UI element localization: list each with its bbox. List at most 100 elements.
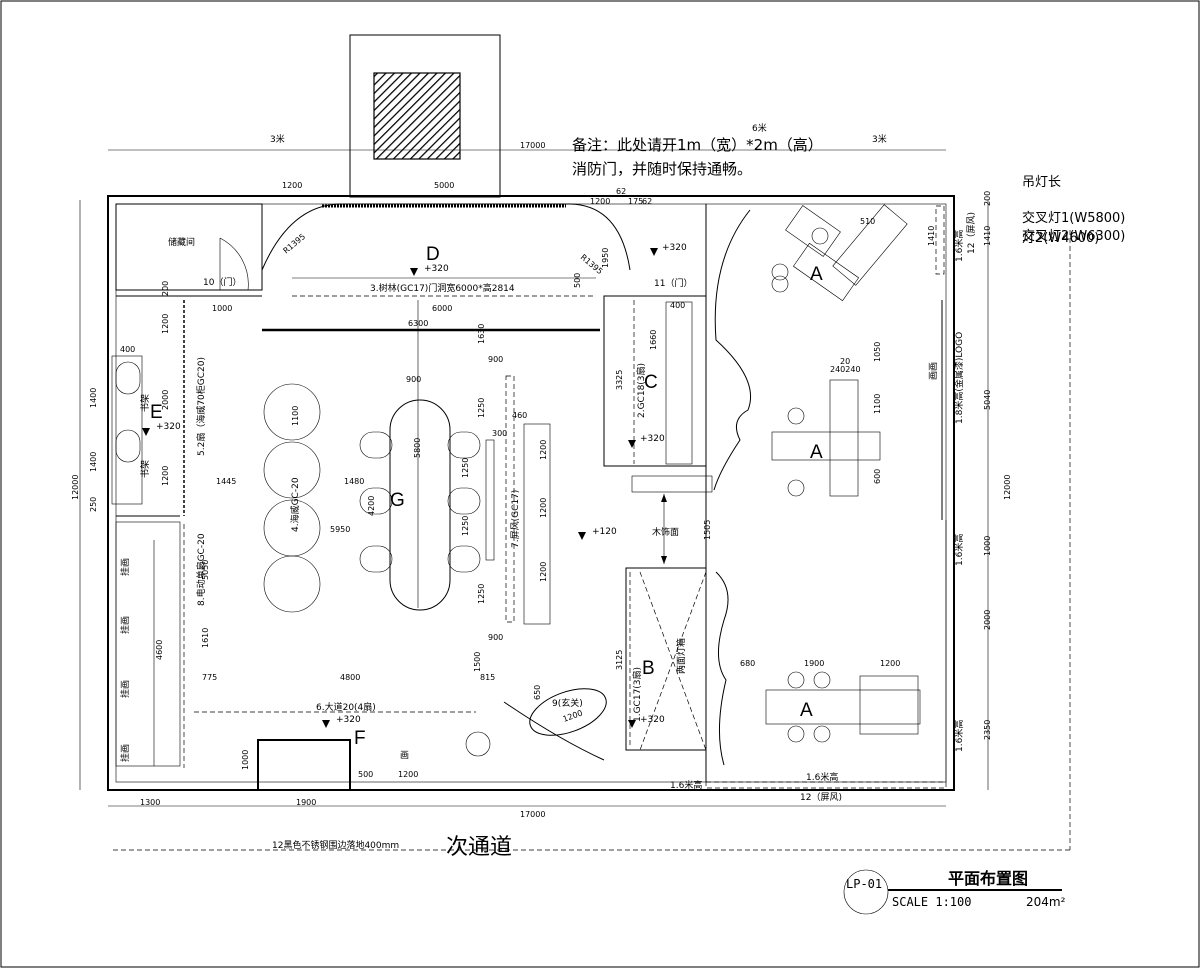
haiwei-label: 4.海威GC-20 bbox=[289, 477, 301, 532]
dim-62a: 62 bbox=[616, 187, 626, 196]
dim-1250b: 1250 bbox=[461, 458, 470, 478]
dim-1200c3: 1200 bbox=[539, 562, 548, 582]
level-markers bbox=[142, 248, 658, 728]
dim-460: 460 bbox=[512, 411, 527, 420]
lvl-mid: +120 bbox=[592, 527, 617, 537]
showcase-c bbox=[603, 295, 707, 467]
dim-1505: 1505 bbox=[703, 520, 712, 540]
zone-g: G bbox=[390, 490, 405, 511]
dim-1200l2: 1200 bbox=[161, 466, 170, 486]
dim-500d: 500 bbox=[573, 273, 582, 288]
screen-bottom-label: 12（屏风) bbox=[800, 792, 842, 803]
dim-900c: 900 bbox=[488, 633, 503, 642]
hang-painting-3: 挂画 bbox=[119, 680, 131, 698]
screen-bottom bbox=[705, 781, 947, 789]
hang-painting-1: 挂画 bbox=[119, 558, 131, 576]
dim-600a: 600 bbox=[873, 469, 882, 484]
dim-1000top: 1000 bbox=[212, 304, 232, 313]
h16-5: 1.6米高 bbox=[670, 779, 702, 791]
dim-1250c: 1250 bbox=[461, 516, 470, 536]
legend-title: 吊灯长 bbox=[1022, 175, 1061, 190]
entrance-9 bbox=[529, 688, 607, 736]
h6m: 6米 bbox=[752, 122, 767, 134]
bookshelf-label-1: 书架 bbox=[140, 394, 151, 412]
screen-7-panel bbox=[485, 439, 495, 561]
dim-1410a: 1410 bbox=[983, 226, 992, 246]
dim-4800: 4800 bbox=[340, 673, 360, 682]
dim-5950: 5950 bbox=[330, 525, 350, 534]
dim-62b: 62 bbox=[642, 197, 652, 206]
dim-1300: 1300 bbox=[140, 798, 160, 807]
lvl-e: +320 bbox=[156, 422, 181, 432]
bookshelf-e1 bbox=[115, 361, 141, 395]
drawing-no-circle bbox=[843, 869, 889, 915]
logo-wall-label: 1.8米高(金属漆)LOGO bbox=[953, 332, 965, 424]
dim-400c: 400 bbox=[670, 301, 685, 310]
painting-label: 画 bbox=[400, 750, 409, 761]
zone-f: F bbox=[354, 728, 366, 749]
dim-3125: 3125 bbox=[615, 650, 624, 670]
inner-wall bbox=[115, 203, 947, 783]
aisle-label: 6.大道20(4扇) bbox=[316, 701, 376, 713]
dim-1445: 1445 bbox=[216, 477, 236, 486]
haiwei-circles bbox=[263, 383, 321, 613]
lvl-c: +320 bbox=[640, 434, 665, 444]
dim-250: 250 bbox=[89, 497, 98, 512]
h16-2: 1.6米高 bbox=[953, 534, 965, 566]
dim-1250a: 1250 bbox=[477, 398, 486, 418]
legend-item-3: 灯2(W4600) bbox=[1022, 231, 1099, 246]
hang-wall-left bbox=[115, 521, 181, 767]
dim-1200l: 1200 bbox=[161, 314, 170, 334]
dim-1200e: 1200 bbox=[562, 708, 584, 723]
dim-1100: 1100 bbox=[291, 406, 300, 426]
zone-a3: A bbox=[800, 700, 813, 721]
dim-1000r: 1000 bbox=[983, 536, 992, 556]
h16-1: 1.6米高 bbox=[953, 230, 965, 262]
dim-650: 650 bbox=[533, 685, 542, 700]
dim-1000b: 1000 bbox=[241, 750, 250, 770]
dim-1610: 1610 bbox=[201, 628, 210, 648]
lvl-b: +320 bbox=[640, 715, 665, 725]
dim-right-total: 12000 bbox=[1003, 475, 1012, 500]
dim-175: 175 bbox=[628, 197, 643, 206]
dim-20: 20 bbox=[840, 357, 850, 366]
dim-1660: 1660 bbox=[649, 330, 658, 350]
dim-900a: 900 bbox=[488, 355, 503, 364]
dim-1200a2: 1200 bbox=[880, 659, 900, 668]
dim-4600: 4600 bbox=[155, 640, 164, 660]
table-g bbox=[389, 399, 451, 611]
dim-2000l: 2000 bbox=[161, 390, 170, 410]
dim-815: 815 bbox=[480, 673, 495, 682]
dim-1100b: 1100 bbox=[873, 394, 882, 414]
wood-face-label: 木饰面 bbox=[652, 526, 679, 538]
entrance-label: 9(玄关) bbox=[552, 697, 583, 709]
dim-1400b: 1400 bbox=[89, 452, 98, 472]
dim-200r1: 200 bbox=[983, 191, 992, 206]
dim-240240: 240240 bbox=[830, 365, 861, 374]
drawing-title: 平面布置图 bbox=[948, 869, 1028, 888]
dim-5800: 5800 bbox=[413, 438, 422, 458]
dim-left-total: 12000 bbox=[71, 475, 80, 500]
note-line2: 消防门，并随时保持通畅。 bbox=[572, 160, 752, 178]
bookshelf-e bbox=[111, 355, 143, 505]
dim-1200a: 1200 bbox=[282, 181, 302, 190]
dim-1500: 1500 bbox=[473, 652, 482, 672]
storage-room bbox=[115, 203, 263, 291]
dim-1630: 1630 bbox=[477, 324, 486, 344]
dim-900b: 900 bbox=[406, 375, 421, 384]
drawing-no: LP-01 bbox=[846, 877, 882, 891]
dim-1200b: 1200 bbox=[590, 197, 610, 206]
zone-d: D bbox=[426, 244, 440, 265]
dim-1250d: 1250 bbox=[477, 584, 486, 604]
zone-c: C bbox=[644, 372, 658, 393]
dim-6300: 6300 bbox=[408, 319, 428, 328]
curved-wall-right bbox=[713, 209, 752, 491]
passage-label: 次通道 bbox=[446, 835, 512, 860]
wood-column-c bbox=[631, 475, 713, 493]
dim-1200c1: 1200 bbox=[539, 440, 548, 460]
dim-5040: 5040 bbox=[983, 390, 992, 410]
bottom-note: 12黑色不锈钢围边落地400mm bbox=[272, 839, 399, 851]
dim-1900a: 1900 bbox=[804, 659, 824, 668]
gc17b-label: 1.GC17(3扇) bbox=[631, 667, 643, 722]
